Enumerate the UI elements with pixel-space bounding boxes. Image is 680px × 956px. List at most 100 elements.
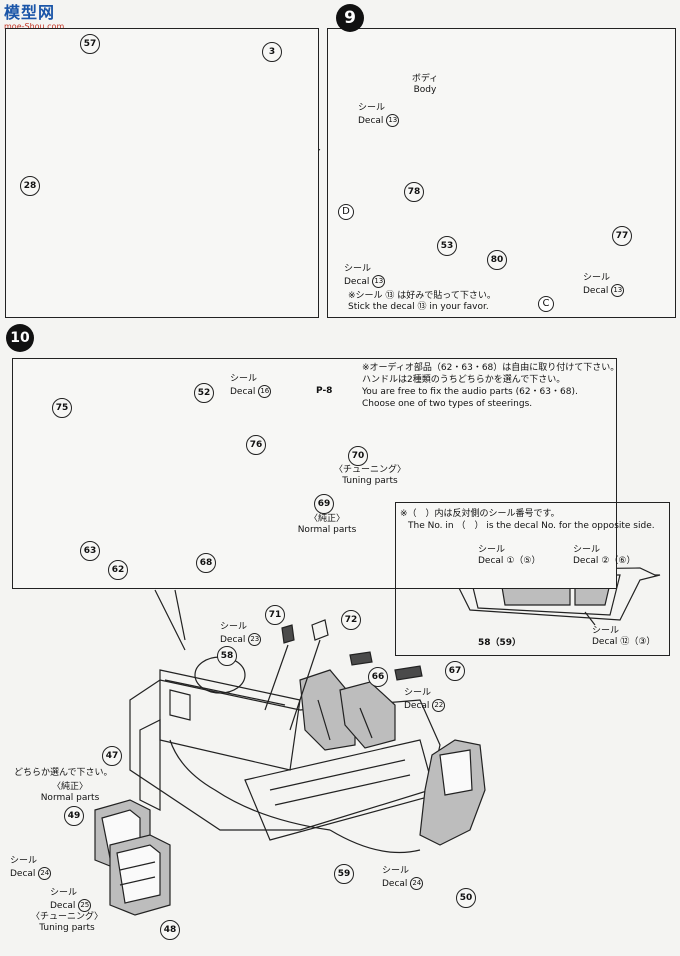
choose-one-note: どちらか選んで下さい。 bbox=[14, 768, 113, 778]
decal-22-row: Decal 22 bbox=[404, 699, 446, 712]
step9-decal-top-en-row: Decal 13 bbox=[358, 114, 400, 127]
tuning-seat-en: Tuning parts bbox=[39, 923, 95, 933]
step9-decal-label-right: シール Decal 13 bbox=[583, 273, 625, 297]
normal-steering-jp: 〈純正〉 bbox=[308, 514, 345, 524]
step9-decal-left-en: Decal bbox=[344, 277, 370, 287]
decal-22-jp: シール bbox=[404, 688, 432, 698]
door-decal-b-en: Decal bbox=[573, 556, 599, 566]
part-69-label: 69 bbox=[314, 494, 334, 514]
step9-decal-label-left: シール Decal 13 bbox=[344, 264, 386, 288]
part-63-label: 63 bbox=[80, 541, 100, 561]
step10-notes: ※オーディオ部品（62・63・68）は自由に取り付けて下さい。 ハンドルは2種類… bbox=[362, 362, 619, 410]
decal-23-row: Decal 23 bbox=[220, 633, 262, 646]
decal-24-right-jp: シール bbox=[382, 866, 410, 876]
decal-24-left-jp: シール bbox=[10, 856, 38, 866]
part-67-label: 67 bbox=[445, 661, 465, 681]
door-decal-b: シール Decal ②（⑥） bbox=[573, 545, 635, 567]
door-decal-a-en: Decal bbox=[478, 556, 504, 566]
decal-25-jp: シール bbox=[50, 888, 78, 898]
door-note-jp: ※（ ）内は反対側のシール番号です。 bbox=[400, 509, 560, 519]
step9-decal-top-num: 13 bbox=[386, 114, 400, 127]
part-48-label: 48 bbox=[160, 920, 180, 940]
door-decal-c-jp: シール bbox=[592, 626, 620, 636]
tuning-seat-jp: 〈チューニング〉 bbox=[30, 912, 103, 922]
page-reference: P-8 bbox=[316, 386, 333, 396]
step9-decal-right-en: Decal bbox=[583, 286, 609, 296]
door-decal-a: シール Decal ①（⑤） bbox=[478, 545, 540, 567]
tuning-steering-jp: 〈チューニング〉 bbox=[333, 465, 406, 475]
door-decal-c-row: Decal ⑫（③） bbox=[592, 637, 655, 648]
step9-decal-top-jp: シール bbox=[358, 103, 386, 113]
step9-body-jp: ボディ bbox=[411, 74, 439, 84]
door-decal-a-num: ①（⑤） bbox=[506, 556, 541, 566]
step9-decal-right-en-row: Decal 13 bbox=[583, 284, 625, 297]
door-decal-c: シール Decal ⑫（③） bbox=[592, 626, 655, 648]
door-panel-inset bbox=[395, 502, 670, 656]
step9-decal-left-jp: シール bbox=[344, 264, 372, 274]
decal-24-right-num: 24 bbox=[410, 877, 424, 890]
door-panel-note: ※（ ）内は反対側のシール番号です。 The No. in （ ） is the… bbox=[400, 508, 655, 532]
decal-22-label: シール Decal 22 bbox=[404, 688, 446, 712]
part-68-label: 68 bbox=[196, 553, 216, 573]
decal-23-num: 23 bbox=[248, 633, 262, 646]
decal-23-en: Decal bbox=[220, 635, 246, 645]
decal-24-right-en: Decal bbox=[382, 879, 408, 889]
decal-16-en-row: Decal 16 bbox=[230, 385, 272, 398]
part-28-label: 28 bbox=[20, 176, 40, 196]
step9-body-en: Body bbox=[413, 85, 437, 95]
door-part-label: 58（59） bbox=[478, 638, 522, 648]
decal-16-en: Decal bbox=[230, 387, 256, 397]
decal-23-jp: シール bbox=[220, 622, 248, 632]
step10-dashboard-inset bbox=[12, 358, 617, 589]
step9-note-jp: ※シール ⑬ は好みで貼って下さい。 bbox=[348, 291, 496, 301]
step8-panel bbox=[5, 28, 319, 318]
tuning-steering-en: Tuning parts bbox=[342, 476, 398, 486]
part-50-label: 50 bbox=[456, 888, 476, 908]
step9-panel bbox=[327, 28, 676, 318]
part-47-label: 47 bbox=[102, 746, 122, 766]
part-62-label: 62 bbox=[108, 560, 128, 580]
letter-d-label: D bbox=[338, 204, 354, 220]
part-3-label: 3 bbox=[262, 42, 282, 62]
step9-body-label: ボディ Body bbox=[400, 74, 450, 96]
part-49-label: 49 bbox=[64, 806, 84, 826]
decal-24-right-label: シール Decal 24 bbox=[382, 866, 424, 890]
part-78-label: 78 bbox=[404, 182, 424, 202]
normal-seat-jp: 〈純正〉 bbox=[51, 782, 88, 792]
part-66-label: 66 bbox=[368, 667, 388, 687]
normal-seat-label: 〈純正〉 Normal parts bbox=[30, 782, 110, 804]
door-decal-b-num: ②（⑥） bbox=[601, 556, 636, 566]
tuning-steering-label: 〈チューニング〉 Tuning parts bbox=[330, 465, 410, 487]
step9-note-en: Stick the decal ⑬ in your favor. bbox=[348, 302, 489, 312]
step9-decal-left-en-row: Decal 13 bbox=[344, 275, 386, 288]
decal-25-row: Decal 25 bbox=[50, 899, 92, 912]
decal-23-label: シール Decal 23 bbox=[220, 622, 262, 646]
step9-decal-left-num: 13 bbox=[372, 275, 386, 288]
step10-note2-en: Choose one of two types of steerings. bbox=[362, 399, 533, 409]
normal-steering-en: Normal parts bbox=[297, 525, 357, 535]
door-note-en: The No. in （ ） is the decal No. for the … bbox=[408, 521, 655, 531]
step10-note2-jp: ハンドルは2種類のうちどちらかを選んで下さい。 bbox=[362, 375, 566, 385]
door-decal-b-row: Decal ②（⑥） bbox=[573, 556, 635, 567]
decal-16-jp: シール bbox=[230, 374, 258, 384]
site-logo-url: moe-Shou.com bbox=[4, 22, 65, 31]
step10-interior-illustration bbox=[94, 589, 486, 916]
step9-decal-label-top: シール Decal 13 bbox=[358, 103, 400, 127]
part-76-label: 76 bbox=[246, 435, 266, 455]
step10-decal-16-label: シール Decal 16 bbox=[230, 374, 272, 398]
door-decal-c-en: Decal bbox=[592, 637, 618, 647]
step9-decal-top-en: Decal bbox=[358, 116, 384, 126]
decal-25-num: 25 bbox=[78, 899, 92, 912]
door-decal-b-jp: シール bbox=[573, 545, 601, 555]
door-decal-a-row: Decal ①（⑤） bbox=[478, 556, 540, 567]
part-53-label: 53 bbox=[437, 236, 457, 256]
part-52-label: 52 bbox=[194, 383, 214, 403]
step10-note1-jp: ※オーディオ部品（62・63・68）は自由に取り付けて下さい。 bbox=[362, 363, 620, 373]
decal-25-en: Decal bbox=[50, 901, 76, 911]
letter-c-label: C bbox=[538, 296, 554, 312]
part-72-label: 72 bbox=[341, 610, 361, 630]
part-59-label: 59 bbox=[334, 864, 354, 884]
part-70-label: 70 bbox=[348, 446, 368, 466]
step9-number-badge: 9 bbox=[336, 4, 364, 32]
door-decal-a-jp: シール bbox=[478, 545, 506, 555]
